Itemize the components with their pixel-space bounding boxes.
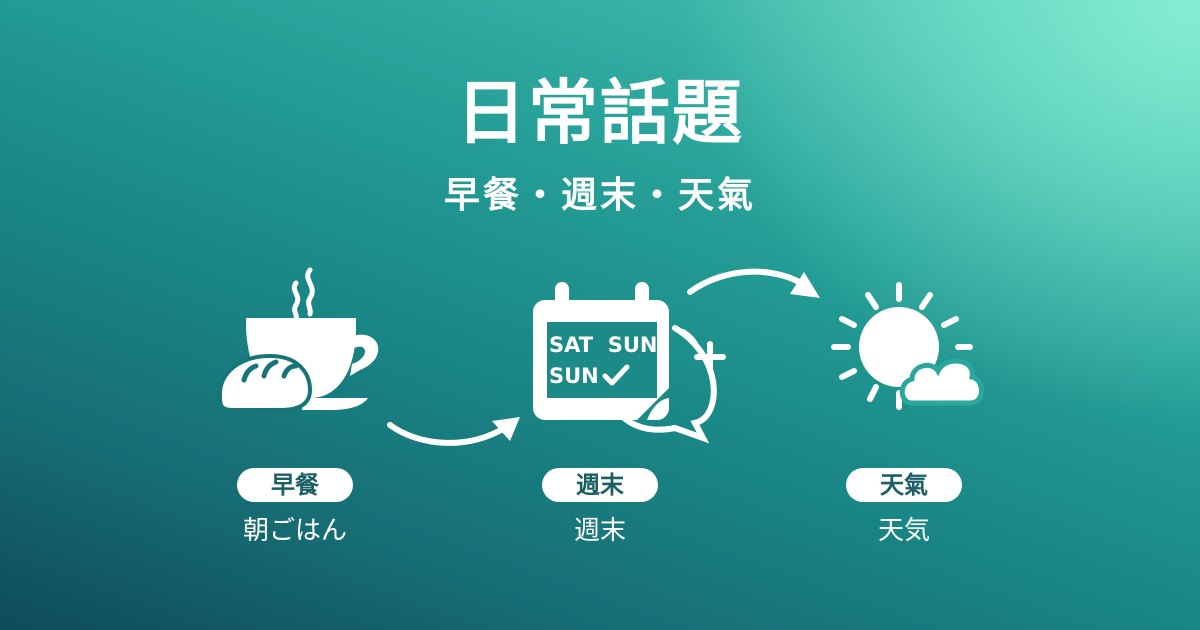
page-title: 日常話題 [456, 72, 744, 154]
calendar-day-row-2: SUN [549, 364, 599, 388]
topic-pill-weather: 天氣 [846, 468, 962, 502]
topic-pill-label: 天氣 [880, 471, 928, 499]
checkmark-icon [602, 364, 630, 386]
topic-caption-breakfast: 朝ごはん [242, 516, 347, 546]
page-subtitle: 早餐・週末・天氣 [443, 175, 756, 216]
topic-pill-label: 早餐 [271, 471, 319, 499]
arrow-right-icon [387, 417, 520, 446]
topic-caption-weekend: 週末 [573, 516, 626, 546]
topic-pill-label: 週末 [576, 471, 624, 499]
coffee-bread-icon [217, 267, 379, 412]
calendar-day-row-1: SAT SUN [549, 333, 658, 357]
topic-pill-breakfast: 早餐 [237, 468, 353, 502]
topic-caption-weather: 天気 [877, 516, 930, 546]
topic-pill-weekend: 週末 [542, 468, 658, 502]
sun-cloud-icon [831, 282, 984, 410]
arrow-right-icon [687, 268, 820, 298]
calendar-weekend-icon [533, 282, 726, 444]
